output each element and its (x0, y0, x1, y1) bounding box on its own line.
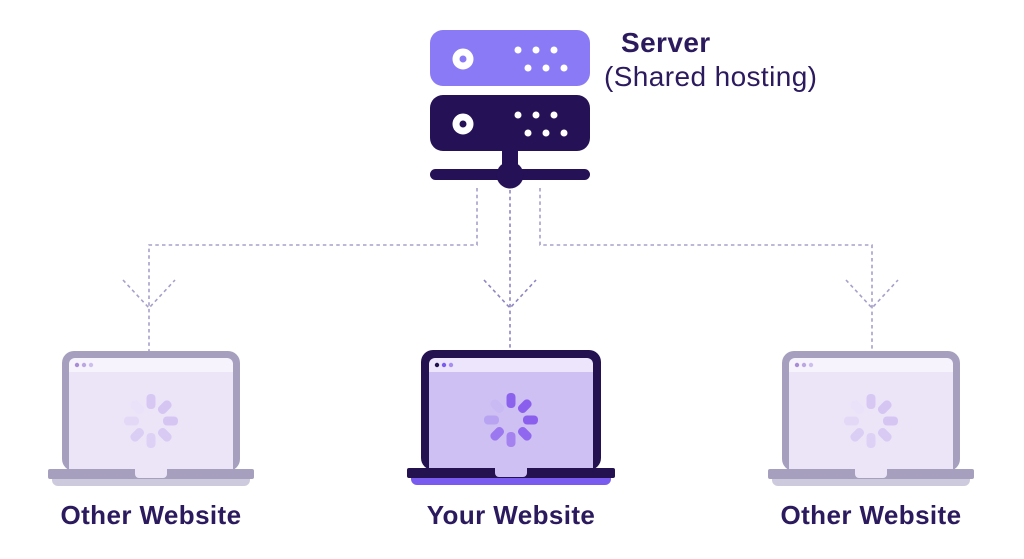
laptop-base-strip (772, 479, 970, 486)
laptop-base-strip (411, 478, 611, 485)
laptop-label-other-right: Other Website (780, 500, 962, 530)
arrow-down-right-icon (845, 279, 899, 310)
server-title: Server (621, 27, 711, 58)
connector-left (148, 188, 478, 351)
laptop-screen (429, 372, 593, 470)
server-stack-icon (430, 30, 590, 189)
connector-right (539, 188, 873, 351)
window-dots-icon (434, 362, 454, 368)
laptop-other-left-icon (48, 351, 254, 486)
server-top-unit (430, 30, 590, 86)
loading-spinner-icon (124, 394, 178, 448)
laptop-notch (495, 464, 527, 477)
window-dots-icon (794, 362, 814, 368)
laptop-screen (69, 372, 233, 471)
arrow-down-center-icon (483, 279, 537, 310)
laptop-notch (855, 465, 887, 478)
laptop-your-website-icon (407, 350, 615, 485)
laptop-screen (789, 372, 953, 471)
laptop-other-right-icon (768, 351, 974, 486)
loading-spinner-icon (484, 393, 538, 447)
laptop-label-other-left: Other Website (60, 500, 242, 530)
loading-spinner-icon (844, 394, 898, 448)
arrow-down-left-icon (122, 279, 176, 310)
server-stand (430, 149, 590, 189)
laptop-base-strip (52, 479, 250, 486)
server-bottom-unit (430, 95, 590, 151)
laptop-label-your-website: Your Website (426, 500, 596, 530)
server-caption: Server (Shared hosting) (604, 26, 817, 94)
laptop-notch (135, 465, 167, 478)
server-subtitle: (Shared hosting) (604, 61, 818, 92)
window-dots-icon (74, 362, 94, 368)
